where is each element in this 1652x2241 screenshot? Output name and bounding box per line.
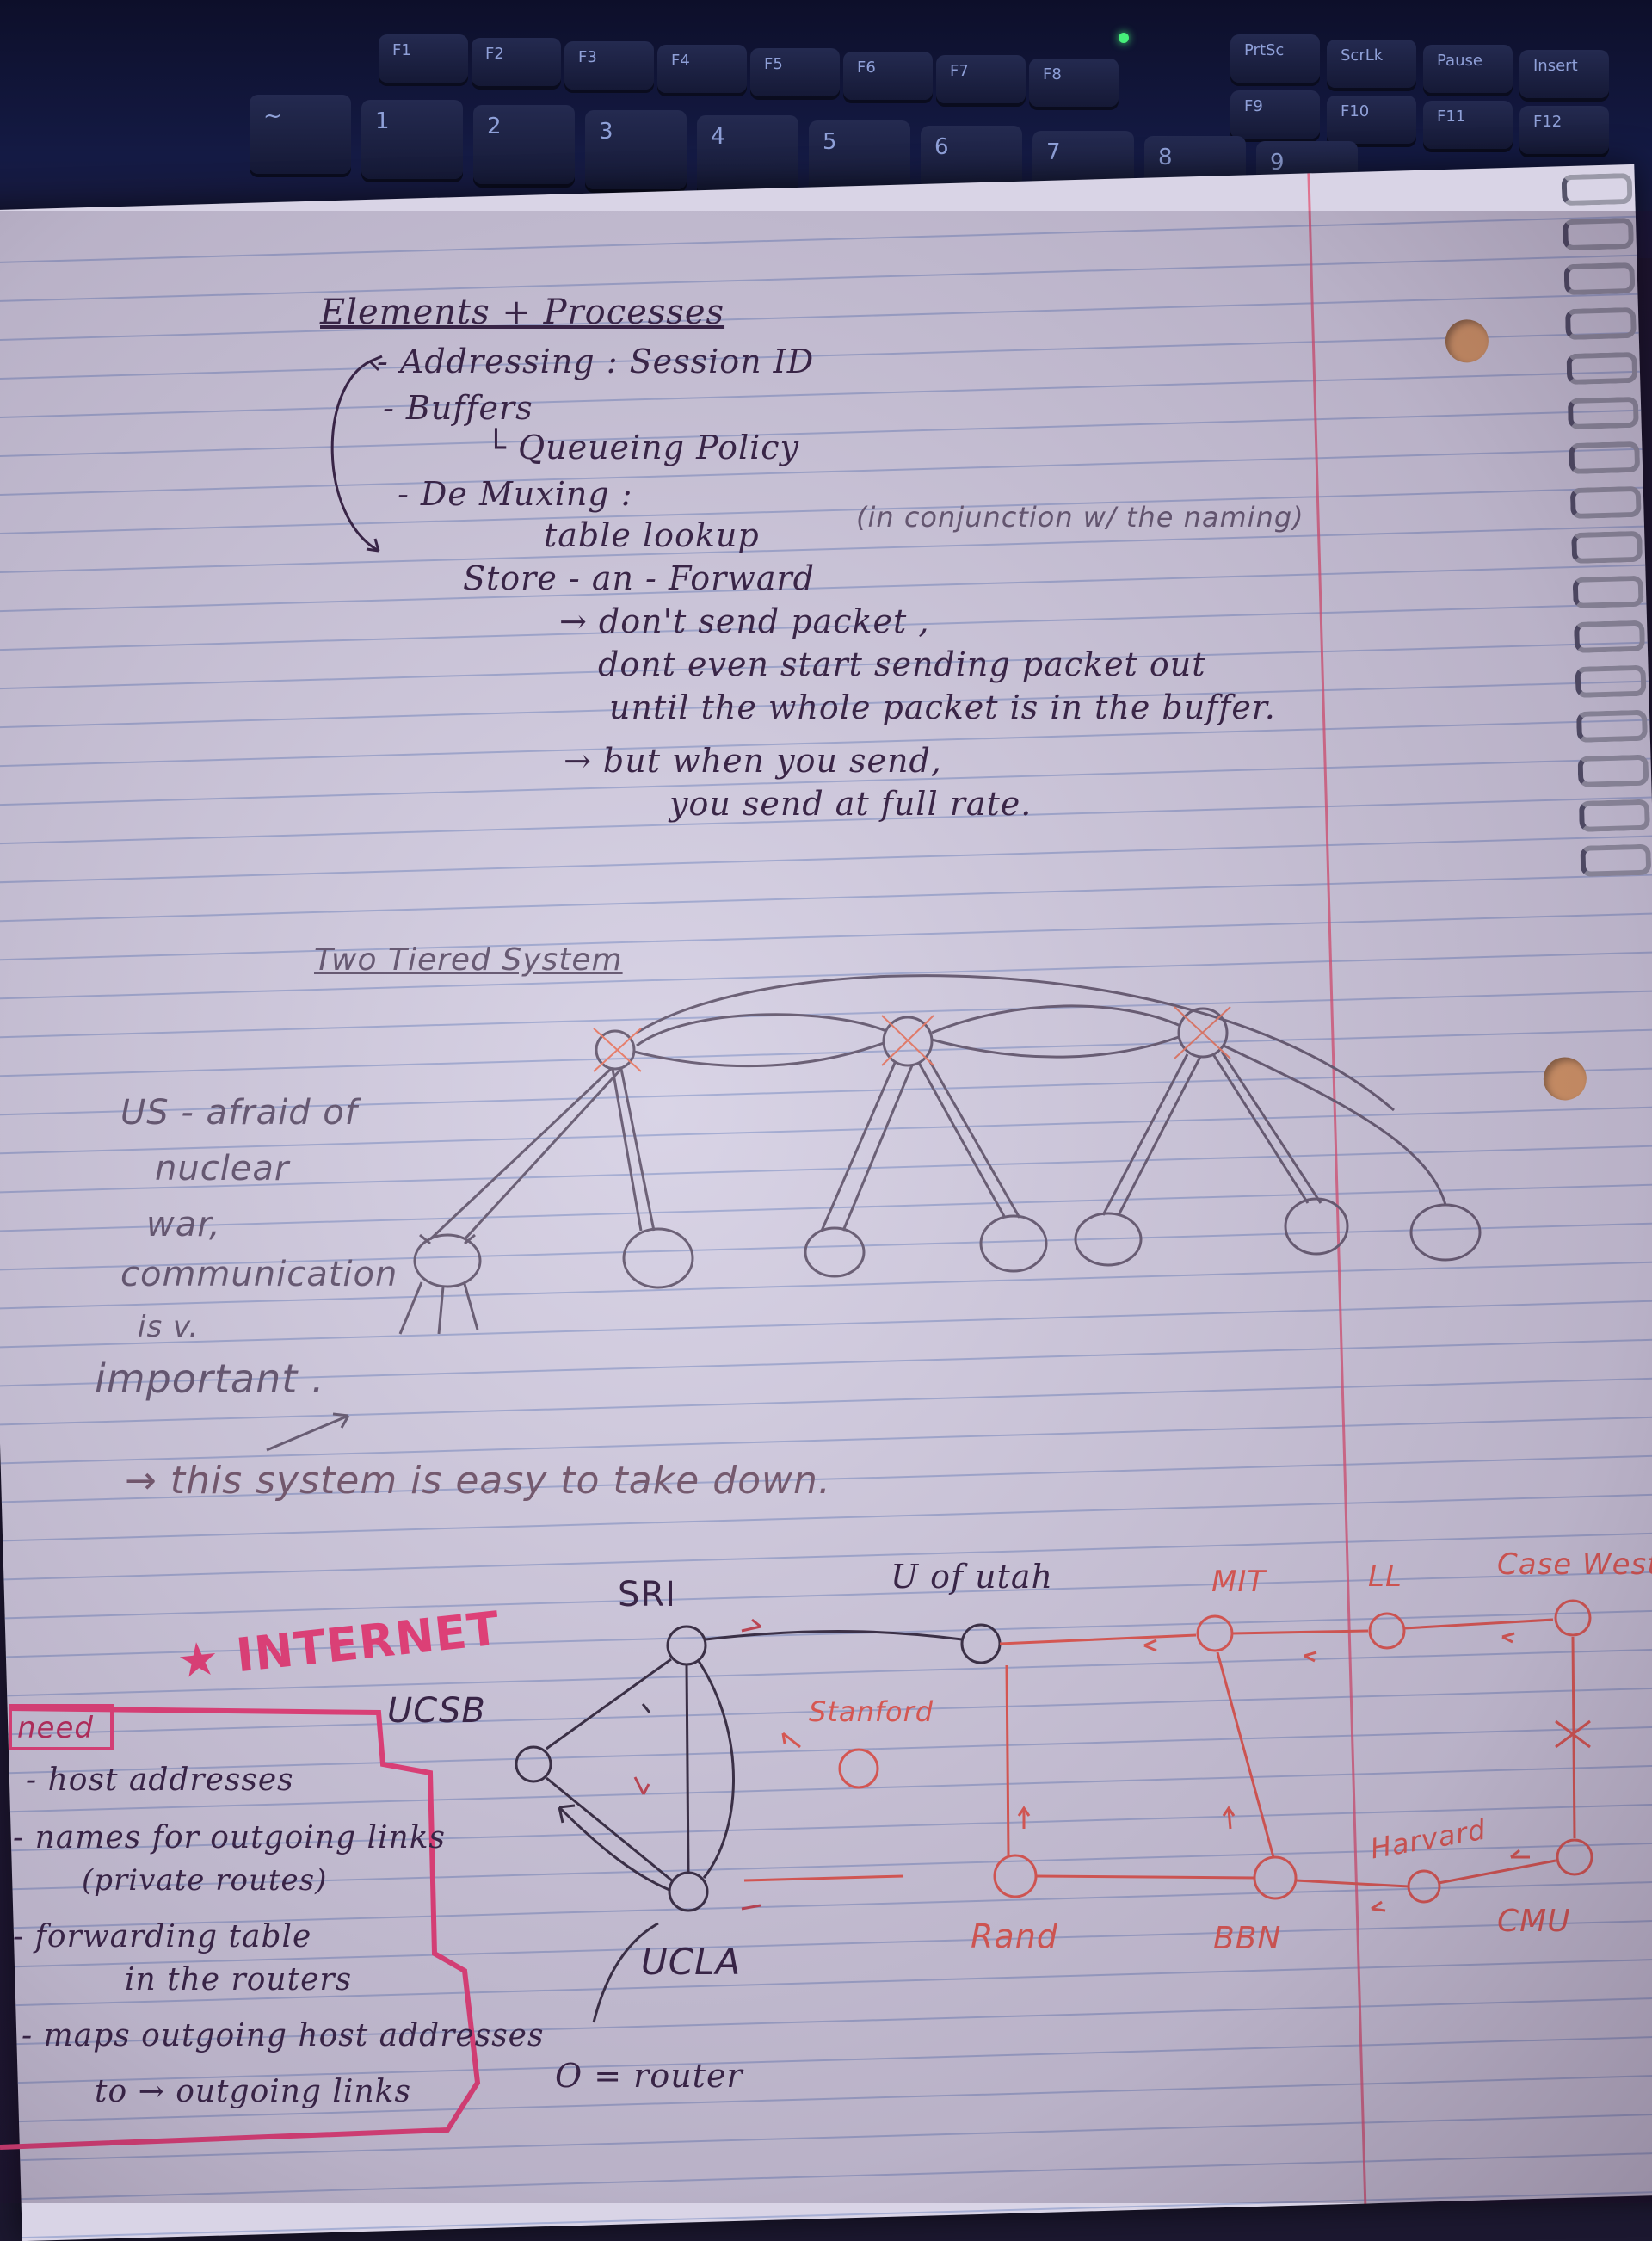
note-line-dont-start: dont even start sending packet out <box>598 645 1206 683</box>
number-key-label: 9 <box>1270 150 1285 176</box>
number-key: 2 <box>473 105 575 184</box>
number-key-label: 3 <box>599 119 613 145</box>
function-key-label: F12 <box>1533 113 1563 131</box>
note-line-buffers: - Buffers <box>383 389 533 427</box>
side-note-line: important . <box>95 1355 325 1402</box>
node-label-utah: U of utah <box>891 1558 1053 1596</box>
function-key-label: F3 <box>578 48 597 66</box>
side-note-line: war, <box>146 1205 221 1244</box>
note-line-naming: (in conjunction w/ the naming) <box>856 501 1304 534</box>
system-key: ScrLk <box>1327 40 1416 88</box>
function-key-label: F4 <box>671 52 690 70</box>
system-key-label: Insert <box>1533 57 1578 75</box>
two-tier-heading: Two Tiered System <box>314 942 623 978</box>
system-key: Pause <box>1423 45 1513 93</box>
function-key-label: F11 <box>1437 108 1466 126</box>
number-key: ~ <box>250 95 351 174</box>
function-key-label: F10 <box>1341 102 1370 120</box>
node-label-cmu: CMU <box>1497 1904 1571 1939</box>
number-key-label: 4 <box>711 124 725 150</box>
function-key: F9 <box>1230 90 1320 139</box>
function-key: F8 <box>1029 59 1119 107</box>
side-note-line: is v. <box>138 1310 200 1344</box>
need-item: - host addresses <box>26 1763 294 1798</box>
node-label-rand: Rand <box>971 1917 1058 1955</box>
number-key-label: 8 <box>1158 145 1173 170</box>
note-line-full-rate: you send at full rate. <box>669 785 1032 823</box>
function-key-label: F7 <box>950 62 969 80</box>
function-key-label: F9 <box>1244 97 1263 115</box>
node-label-sri: SRI <box>618 1575 676 1614</box>
function-key: F11 <box>1423 101 1513 149</box>
note-line-dont-send: → don't send packet , <box>559 602 930 640</box>
system-key-label: ScrLk <box>1341 46 1384 65</box>
system-key-label: PrtSc <box>1244 41 1285 59</box>
function-key: F1 <box>379 34 468 83</box>
number-key: 1 <box>361 100 463 179</box>
function-key: F6 <box>843 52 933 100</box>
note-line-whole-packet: until the whole packet is in the buffer. <box>609 688 1276 726</box>
router-legend: O = router <box>555 2057 743 2095</box>
function-key-label: F2 <box>485 45 504 63</box>
function-key: F2 <box>472 38 561 86</box>
number-key-label: 5 <box>823 129 837 155</box>
note-line-store-forward: Store - an - Forward <box>463 559 815 597</box>
system-key-label: Pause <box>1437 52 1482 70</box>
note-line-but-when: → but when you send, <box>564 742 942 780</box>
node-label-mit: MIT <box>1211 1565 1267 1599</box>
node-label-ll: LL <box>1368 1559 1402 1594</box>
need-item: - forwarding table <box>13 1919 312 1954</box>
function-key: F5 <box>750 48 840 96</box>
number-key-label: ~ <box>263 103 282 129</box>
note-line-queueing: └ Queueing Policy <box>486 429 800 466</box>
node-label-stanford: Stanford <box>809 1695 934 1728</box>
function-key-label: F8 <box>1043 65 1062 83</box>
function-key: F3 <box>564 41 654 90</box>
number-key-label: 2 <box>487 114 502 139</box>
function-key: F12 <box>1519 106 1609 154</box>
function-key: F10 <box>1327 96 1416 144</box>
need-item: - maps outgoing host addresses <box>22 2018 545 2053</box>
need-item: in the routers <box>125 1962 353 1997</box>
side-note-line: US - afraid of <box>120 1093 358 1133</box>
keyboard-status-light <box>1119 33 1129 43</box>
number-key-label: 7 <box>1046 139 1061 165</box>
node-label-ucsb: UCSB <box>387 1691 486 1731</box>
system-key: Insert <box>1519 50 1609 98</box>
note-line-addressing: - Addressing : Session ID <box>377 343 815 380</box>
side-note-line: communication <box>120 1255 398 1294</box>
number-key-label: 1 <box>375 108 390 134</box>
need-label: need <box>17 1711 94 1745</box>
node-label-ucla: UCLA <box>641 1941 742 1983</box>
number-key: 3 <box>585 110 687 189</box>
system-key: PrtSc <box>1230 34 1320 83</box>
function-key-label: F5 <box>764 55 783 73</box>
note-line-table-lookup: table lookup <box>544 516 760 554</box>
number-key: 4 <box>697 115 798 194</box>
number-key-label: 6 <box>934 134 949 160</box>
function-key-label: F1 <box>392 41 411 59</box>
function-key-label: F6 <box>857 59 876 77</box>
need-item: (private routes) <box>82 1863 328 1898</box>
need-item: - names for outgoing links <box>13 1820 446 1855</box>
side-note-line: nuclear <box>155 1149 290 1188</box>
two-tier-conclusion: → this system is easy to take down. <box>125 1459 831 1503</box>
function-key: F4 <box>657 45 747 93</box>
notes-title: Elements + Processes <box>320 293 725 332</box>
node-label-case-west: Case West <box>1497 1547 1652 1582</box>
function-key: F7 <box>936 55 1026 103</box>
node-label-bbn: BBN <box>1213 1921 1282 1956</box>
note-line-demuxing: - De Muxing : <box>398 475 633 513</box>
need-item: to → outgoing links <box>95 2074 411 2109</box>
